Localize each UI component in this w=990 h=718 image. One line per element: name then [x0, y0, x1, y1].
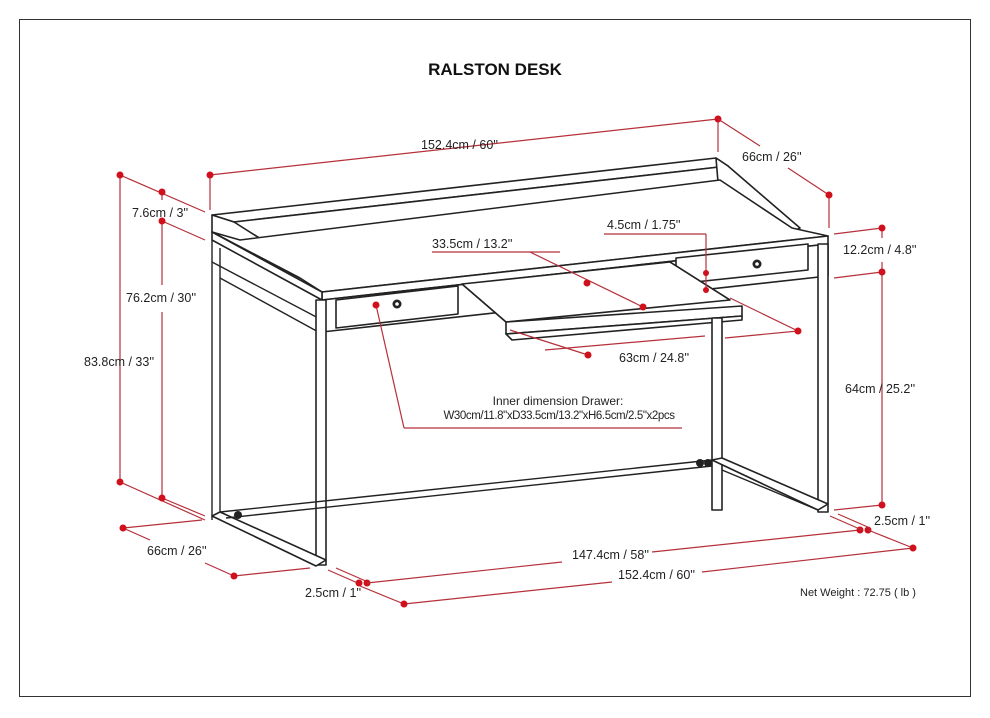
inner-drawer-heading: Inner dimension Drawer:	[492, 394, 624, 408]
back-right-leg	[817, 243, 829, 513]
dim-keyboard-tray-width: 63cm / 24.8''	[619, 351, 690, 365]
dimension-lines	[116, 115, 917, 608]
desk-outline	[211, 157, 829, 567]
leveling-foot	[704, 459, 712, 467]
dim-leg-thickness-left: 2.5cm / 1''	[305, 586, 362, 600]
desktop	[211, 179, 829, 293]
dim-base-depth: 66cm / 26''	[147, 544, 207, 558]
front-right-leg	[711, 317, 723, 511]
dim-leg-thickness-right: 2.5cm / 1''	[874, 514, 931, 528]
diagram-border	[19, 19, 971, 697]
dim-desk-height: 76.2cm / 30''	[126, 291, 197, 305]
net-weight: Net Weight : 72.75 ( lb )	[800, 587, 916, 599]
leveling-foot	[234, 511, 242, 519]
keyboard-tray-lip	[505, 315, 743, 341]
left-base-rail	[211, 511, 327, 567]
dim-overall-height: 83.8cm / 33''	[84, 355, 155, 369]
front-left-leg	[315, 299, 327, 566]
dim-overall-width-bottom: 152.4cm / 60''	[618, 568, 696, 582]
dim-inner-width: 147.4cm / 58''	[572, 548, 650, 562]
leveling-foot	[696, 459, 704, 467]
dim-leg-clearance: 64cm / 25.2''	[845, 382, 916, 396]
right-base-rail	[711, 457, 829, 511]
inner-drawer-detail: W30cm/11.8"xD33.5cm/13.2"xH6.5cm/2.5"x2p…	[443, 410, 675, 422]
dim-depth-top: 66cm / 26''	[742, 150, 802, 164]
dim-drawer-front-height: 4.5cm / 1.75''	[607, 218, 681, 232]
dim-riser-height: 7.6cm / 3''	[132, 206, 189, 220]
diagram-title: RALSTON DESK	[428, 60, 562, 79]
dim-drawer-depth: 33.5cm / 13.2''	[432, 237, 513, 251]
dim-overall-width-top: 152.4cm / 60''	[421, 138, 499, 152]
dim-apron-height: 12.2cm / 4.8''	[843, 243, 917, 257]
